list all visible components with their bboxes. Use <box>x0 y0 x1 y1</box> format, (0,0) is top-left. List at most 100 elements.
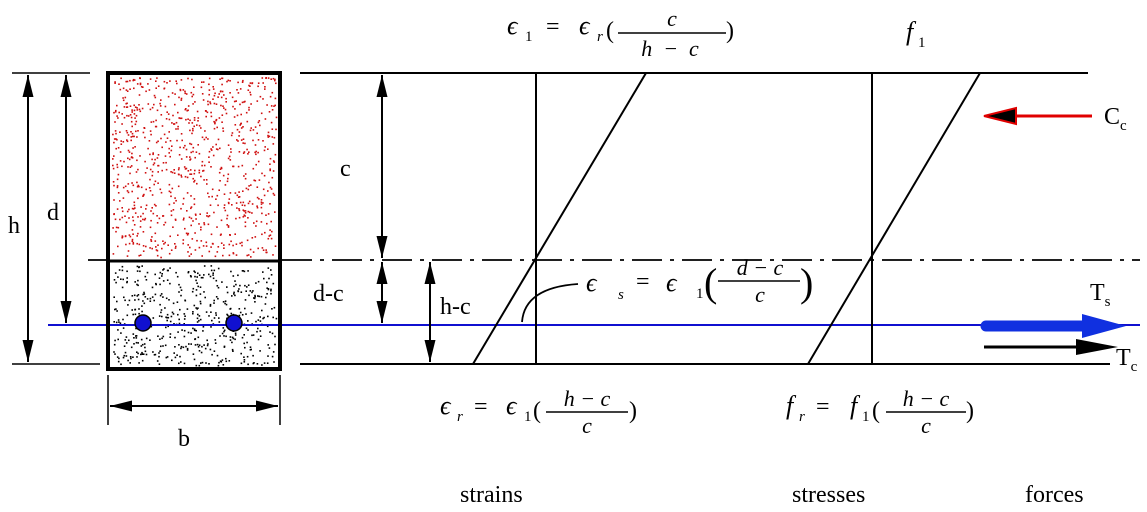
stipple-dot <box>156 254 159 257</box>
stipple-dot <box>212 146 214 148</box>
stipple-dot <box>180 289 183 291</box>
stipple-dot <box>206 339 208 342</box>
stipple-dot <box>249 211 251 214</box>
stipple-dot <box>143 302 146 305</box>
stipple-dot <box>190 173 193 175</box>
stipple-dot <box>268 111 271 113</box>
stipple-dot <box>227 226 230 228</box>
stipple-dot <box>231 348 234 351</box>
stipple-dot <box>186 349 189 351</box>
stipple-dot <box>169 235 171 238</box>
stipple-dot <box>139 220 142 222</box>
stipple-dot <box>121 286 124 289</box>
epss-lparen: ( <box>704 260 717 305</box>
stipple-dot <box>130 136 133 138</box>
stipple-dot <box>176 82 178 85</box>
stipple-dot <box>162 280 165 282</box>
stipple-dot <box>118 269 121 271</box>
stipple-dot <box>252 290 254 292</box>
stipple-dot <box>174 218 177 221</box>
stipple-dot <box>251 291 253 294</box>
stipple-dot <box>202 276 204 279</box>
stipple-dot <box>122 318 124 321</box>
stipple-dot <box>135 171 138 173</box>
stipple-dot <box>239 201 242 204</box>
stipple-dot <box>267 148 269 150</box>
stipple-dot <box>135 327 137 330</box>
stipple-dot <box>168 118 171 121</box>
stipple-dot <box>192 127 194 130</box>
stipple-dot <box>229 339 232 341</box>
stipple-dot <box>128 151 131 153</box>
stipple-dot <box>245 290 247 292</box>
stipple-dot <box>126 281 128 284</box>
f1-sym: f <box>906 17 917 46</box>
stipple-dot <box>139 226 142 228</box>
stipple-dot <box>219 360 222 362</box>
stipple-dot <box>173 323 175 325</box>
stipple-dot <box>275 128 277 131</box>
epss-one-sub: 1 <box>696 286 704 302</box>
stipple-dot <box>178 318 180 321</box>
stipple-dot <box>169 140 172 142</box>
stipple-dot <box>156 360 159 362</box>
force-Tc-arrowhead <box>1076 339 1118 355</box>
stipple-dot <box>257 247 259 250</box>
stipple-dot <box>201 93 204 95</box>
stipple-dot <box>218 189 220 191</box>
stipple-dot <box>199 318 202 321</box>
stipple-dot <box>132 333 135 335</box>
stipple-dot <box>240 352 242 355</box>
stipple-dot <box>138 266 141 268</box>
stipple-dot <box>255 320 257 323</box>
stipple-dot <box>220 96 223 99</box>
stipple-dot <box>273 105 275 107</box>
stipple-dot <box>185 118 187 121</box>
stipple-dot <box>250 312 253 314</box>
stipple-dot <box>222 174 225 177</box>
stipple-dot <box>220 242 223 244</box>
stipple-dot <box>267 190 269 192</box>
stipple-dot <box>256 205 258 207</box>
stipple-dot <box>130 120 133 123</box>
stipple-dot <box>160 191 163 194</box>
stipple-dot <box>192 93 195 96</box>
stipple-dot <box>149 168 152 171</box>
stipple-dot <box>219 78 221 80</box>
stipple-dot <box>175 121 178 124</box>
stipple-dot <box>223 244 225 246</box>
stipple-dot <box>131 182 133 184</box>
stipple-dot <box>252 251 255 253</box>
stipple-dot <box>269 95 272 98</box>
stipple-dot <box>216 194 219 197</box>
stipple-dot <box>212 154 215 157</box>
stipple-dot <box>249 129 252 132</box>
stipple-dot <box>138 362 140 364</box>
stipple-dot <box>158 363 161 365</box>
stipple-dot <box>275 82 277 85</box>
stipple-dot <box>157 335 159 337</box>
stipple-dot <box>242 152 245 154</box>
stipple-dot <box>212 274 214 276</box>
stipple-dot <box>147 147 149 150</box>
stipple-dot <box>240 122 242 125</box>
stipple-dot <box>234 334 237 336</box>
stipple-dot <box>155 119 157 122</box>
stipple-dot <box>208 315 210 317</box>
stipple-dot <box>272 77 275 80</box>
stipple-dot <box>189 246 191 249</box>
stipple-dot <box>117 276 119 278</box>
stipple-dot <box>161 125 164 127</box>
stipple-dot <box>272 351 275 353</box>
stipple-dot <box>166 356 169 358</box>
stipple-dot <box>132 147 134 149</box>
stipple-dot <box>207 192 209 195</box>
stipple-dot <box>136 270 139 272</box>
stipple-dot <box>170 210 173 212</box>
stipple-dot <box>122 197 125 199</box>
stipple-dot <box>159 271 162 274</box>
stipple-dot <box>232 165 235 168</box>
stipple-dot <box>259 124 261 127</box>
stipple-dot <box>157 140 159 143</box>
stipple-dot <box>174 247 177 249</box>
